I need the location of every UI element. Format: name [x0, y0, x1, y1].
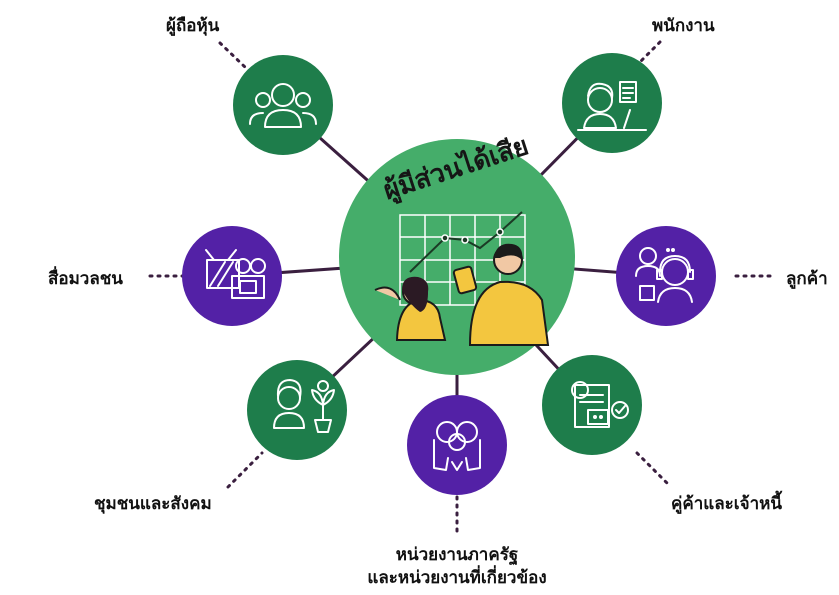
- node-government[interactable]: [407, 395, 507, 495]
- people-illustration: [374, 243, 550, 346]
- label-employees[interactable]: พนักงาน: [652, 16, 715, 36]
- node-customers[interactable]: [616, 226, 716, 326]
- label-partners[interactable]: คู่ค้าและเจ้าหนี้: [671, 494, 782, 514]
- media-camera-tv-icon: [205, 249, 266, 299]
- node-community[interactable]: [247, 360, 347, 460]
- label-government-line-1: หน่วยงานภาครัฐ: [395, 545, 519, 565]
- employee-desk-icon: [577, 81, 647, 131]
- community-plant-icon: [273, 379, 335, 433]
- node-partners[interactable]: [542, 355, 642, 455]
- label-customers[interactable]: ลูกค้า: [786, 269, 828, 289]
- label-shareholders[interactable]: ผู้ถือหุ้น: [166, 16, 220, 36]
- label-government-line-2: และหน่วยงานที่เกี่ยวข้อง: [367, 568, 547, 588]
- shareholders-group-icon: [249, 83, 317, 128]
- label-community[interactable]: ชุมชนและสังคม: [94, 494, 212, 514]
- customer-support-icon: [635, 247, 694, 303]
- contract-document-icon: [571, 381, 629, 428]
- government-hands-money-icon: [433, 421, 481, 471]
- dotted-leaders: [148, 40, 774, 534]
- label-media[interactable]: สื่อมวลชน: [48, 269, 123, 289]
- center-circle: [339, 139, 575, 375]
- label-government[interactable]: หน่วยงานภาครัฐ และหน่วยงานที่เกี่ยวข้อง: [337, 544, 577, 590]
